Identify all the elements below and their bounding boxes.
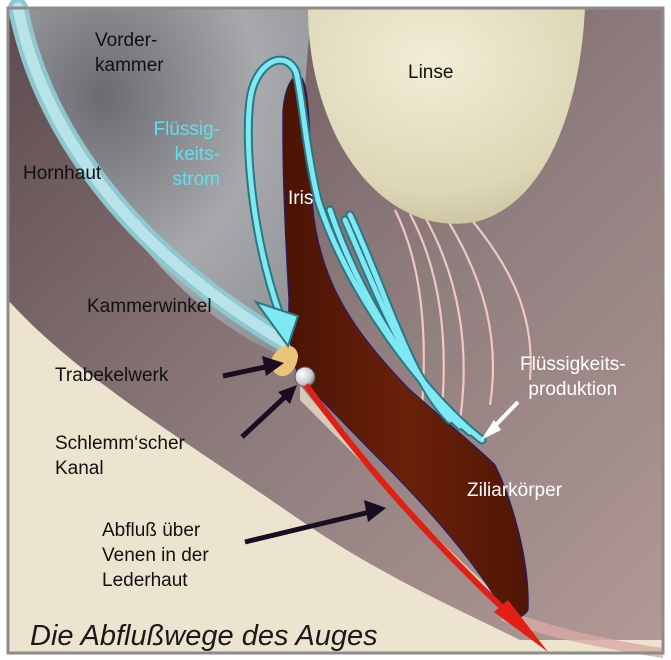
label-ziliarkoerper: Ziliarkörper [467,478,562,503]
schlemm-canal [295,367,315,387]
label-fluessigkeitsstrom: Flüssig- keits- strom [128,117,220,192]
label-schlemm-kanal: Schlemm‘scher Kanal [55,431,185,481]
diagram-caption: Die Abflußwege des Auges [30,620,378,653]
label-kammerwinkel: Kammerwinkel [87,294,212,319]
label-fluessigkeitsproduktion: Flüssigkeits- produktion [520,352,626,402]
label-vorderkammer: Vorder- kammer [95,28,164,78]
label-linse: Linse [408,60,453,85]
label-hornhaut: Hornhaut [23,161,101,186]
label-abfluss: Abfluß über Venen in der Lederhaut [102,518,209,593]
label-iris: Iris [288,186,313,211]
label-trabekelwerk: Trabekelwerk [55,363,168,388]
